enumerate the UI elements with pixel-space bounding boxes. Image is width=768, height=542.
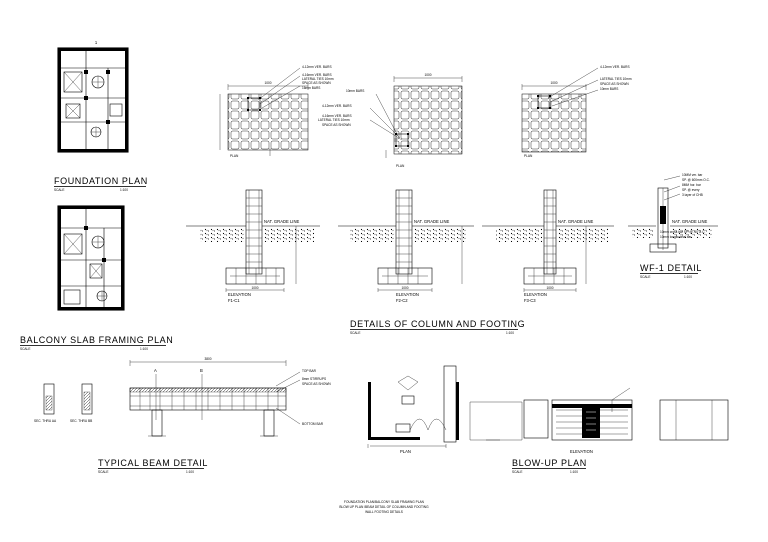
beam-space-shown: SPACE AS SHOWN (302, 382, 331, 386)
col1-ver-bars-mid: 4-16mm VER. BARS (302, 73, 332, 77)
balcony-slab-scale-value: 1:100 (140, 347, 148, 351)
col2-ver-bars-mid: 4-16mm VER. BARS (322, 114, 352, 118)
wf1-scale: SCALE (640, 275, 650, 279)
column-plan-2: 1000 10mm BARS 4-12mm VER. BARS 4-16mm V… (318, 73, 463, 168)
foundation-plan: 1 FOUNDATION PLAN SCALE 1:100 (54, 40, 148, 192)
wf1-note-2: SP. @ 600mm O.C. (682, 178, 710, 182)
col3-bars-10: 10mm BARS (600, 87, 618, 91)
col1-bars-16: 16mm BARS (302, 86, 320, 90)
elev1-grade: NAT. GRADE LINE (264, 219, 299, 224)
elevation-f1-c1: 1000 NAT. GRADE LINE ELEVATION F1-C1 (186, 189, 320, 303)
sec-bb-label: SEC. THRU BB (70, 419, 92, 423)
wf1-note-5: 3 layer of CHB (682, 193, 703, 197)
elev1-title: ELEVATION (228, 292, 251, 297)
col1-ver-bars: 4-12mm VER. BARS (302, 65, 332, 69)
elev3-title: ELEVATION (524, 292, 547, 297)
blowup-plan-label: PLAN (400, 449, 411, 454)
wf1-note-1: 10MM ver. bar (682, 173, 703, 177)
col2-ver-bars: 4-12mm VER. BARS (322, 104, 352, 108)
beam-mark-b: B (200, 368, 203, 373)
wf1-cross-bar: 10mm cross bar SP. @ .40 O.C. (660, 230, 705, 234)
balcony-slab-title: BALCONY SLAB FRAMING PLAN (20, 335, 173, 345)
elev3-grade: NAT. GRADE LINE (558, 219, 593, 224)
blowup-scale: SCALE (512, 470, 522, 474)
footer-line-1: FOUNDATION PLAN/BALCONY SLAB FRAMING PLA… (344, 500, 425, 504)
wf1-grade: NAT. GRADE LINE (672, 219, 707, 224)
typical-beam-scale-value: 1:100 (186, 470, 194, 474)
col3-ver-bars: 4-12mm VER. BARS (600, 65, 630, 69)
col2-bars-10: 10mm BARS (346, 89, 364, 93)
footer-line-2: BLOW UP PLAN /BEAM DETAIL OF COLUMN AND … (339, 505, 429, 509)
wf1-long-bar: 10mm longitudinal bar (660, 235, 692, 239)
svg-text:1000: 1000 (424, 73, 431, 77)
typical-beam-scale: SCALE (98, 470, 108, 474)
col1-plan-label: PLAN (230, 154, 239, 158)
elev3-code: F3-C3 (524, 298, 536, 303)
svg-text:1000: 1000 (264, 81, 271, 85)
balcony-slab-plan: BALCONY SLAB FRAMING PLAN SCALE 1:100 (20, 205, 173, 351)
wf1-note-3: 8MM hor. bar (682, 183, 702, 187)
col3-lateral-ties: LATERAL TIES 10mm (600, 77, 632, 81)
col2-lateral-ties: LATERAL TIES 10mm (318, 118, 350, 122)
foundation-plan-scale: SCALE (54, 188, 64, 192)
elevation-f3-c3: 1000 NAT. GRADE LINE ELEVATION F3-C3 (482, 189, 614, 303)
sheet-footer: FOUNDATION PLAN/BALCONY SLAB FRAMING PLA… (339, 500, 429, 514)
elevation-f2-c2: 1000 NAT. GRADE LINE ELEVATION F2-C2 (338, 189, 474, 303)
svg-text:1: 1 (95, 40, 98, 45)
blowup-title: BLOW-UP PLAN (512, 458, 587, 468)
elev2-grade: NAT. GRADE LINE (414, 219, 449, 224)
svg-text:3800: 3800 (204, 357, 211, 361)
blowup-elevation-label: ELEVATION (570, 449, 593, 454)
beam-mark-a: A (154, 368, 157, 373)
balcony-slab-scale: SCALE (20, 347, 30, 351)
col3-space-shown: SPACE AS SHOWN (600, 82, 629, 86)
wf1-detail: 10MM ver. bar SP. @ 600mm O.C. 8MM hor. … (628, 173, 718, 279)
column-footing-scale-value: 1:100 (506, 331, 514, 335)
foundation-plan-title: FOUNDATION PLAN (54, 176, 148, 186)
column-plan-3: 1000 4-12mm VER. BARS LATERAL TIES 10mm … (521, 65, 632, 158)
elev1-code: F1-C1 (228, 298, 240, 303)
column-plan-1: 1000 4-12mm VER. BARS 4-16mm VER. BARS L… (219, 65, 334, 158)
foundation-plan-scale-value: 1:100 (120, 188, 128, 192)
svg-text:1000: 1000 (251, 286, 258, 290)
col3-plan-label: PLAN (524, 154, 533, 158)
beam-bottom-bar: BOTTOM BAR (302, 422, 324, 426)
svg-text:1000: 1000 (401, 286, 408, 290)
col2-space-shown: SPACE AS SHOWN (322, 123, 351, 127)
blowup-plan: PLAN ELEVATION BLOW-UP PLAN SCALE 1:100 (367, 365, 729, 474)
column-footing-title: DETAILS OF COLUMN AND FOOTING (350, 319, 525, 329)
wf1-scale-value: 1:100 (684, 275, 692, 279)
wf1-title: WF-1 DETAIL (640, 263, 702, 273)
typical-beam-title: TYPICAL BEAM DETAIL (98, 458, 208, 468)
beam-stirrups: 8mm STIRRUPS (302, 377, 326, 381)
blowup-scale-value: 1:100 (570, 470, 578, 474)
column-footing-scale: SCALE (350, 331, 360, 335)
col2-plan-label: PLAN (396, 164, 405, 168)
elev2-code: F2-C2 (396, 298, 408, 303)
col1-space-shown: SPACE AS SHOWN (302, 81, 331, 85)
svg-text:1000: 1000 (550, 81, 557, 85)
wf1-note-4: SP. @ every (682, 188, 700, 192)
beam-sections: SEC. THRU AA SEC. THRU BB (34, 383, 93, 423)
beam-top-bar: TOP BAR (302, 369, 317, 373)
sec-aa-label: SEC. THRU AA (34, 419, 57, 423)
elev2-title: ELEVATION (396, 292, 419, 297)
col1-lateral-ties: LATERAL TIES 10mm (302, 77, 334, 81)
svg-text:1000: 1000 (546, 286, 553, 290)
typical-beam: 3800 A B TOP BAR 8mm STIRRUPS SPACE AS S… (98, 357, 331, 474)
footer-line-3: WALL FOOTING DETAILS (365, 510, 403, 514)
